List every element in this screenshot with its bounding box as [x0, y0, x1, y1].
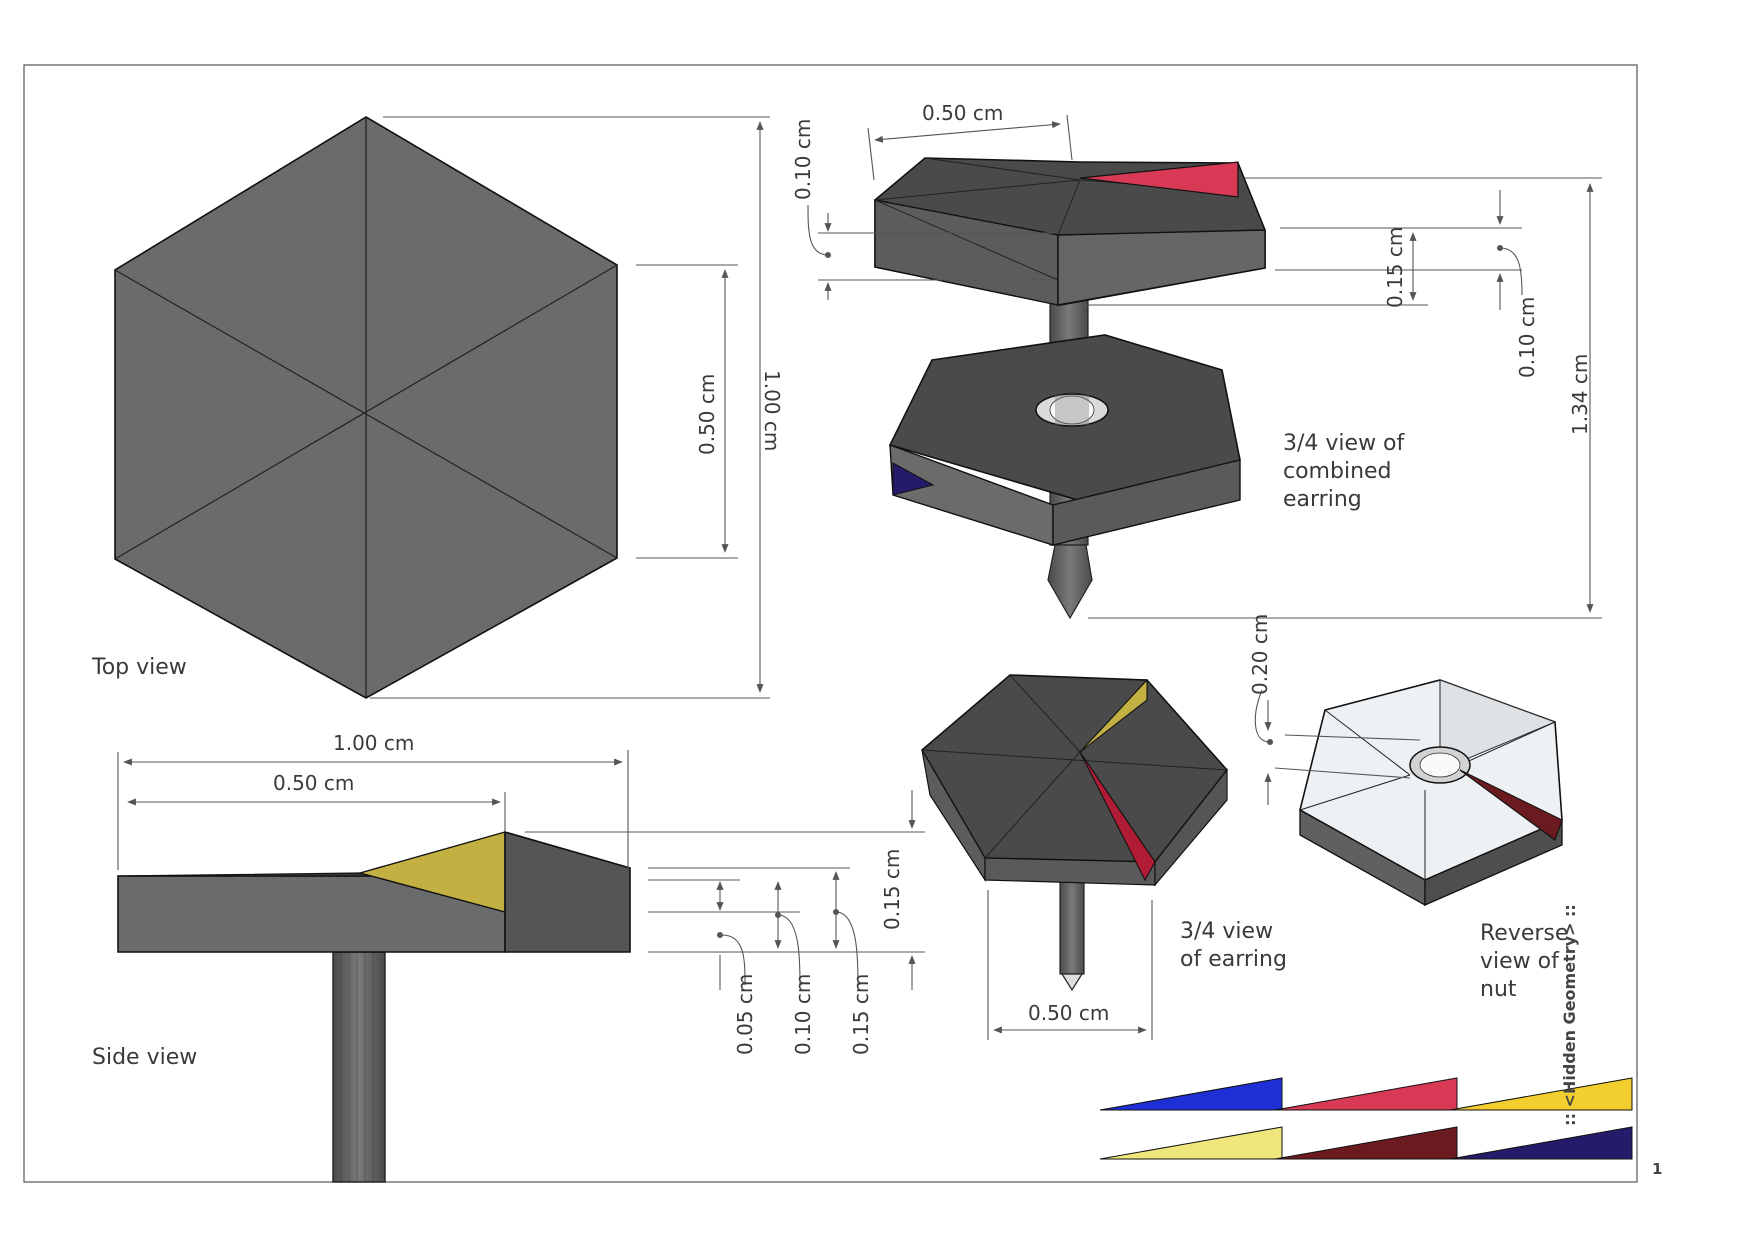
earring-drawing	[920, 674, 1229, 992]
dim-side-total: 0.15 cm	[880, 848, 904, 930]
dim-combined-right-a: 0.15 cm	[1383, 226, 1407, 308]
dim-combined-thick: 0.10 cm	[791, 118, 815, 200]
combined-dimensions	[807, 114, 1602, 619]
side-view-dimensions	[117, 750, 925, 990]
earring-dimensions	[987, 890, 1153, 1040]
color-swatch-3	[1449, 1077, 1633, 1111]
dim-side-h2: 0.10 cm	[791, 973, 815, 1055]
combined-earring-drawing	[874, 157, 1266, 620]
dim-side-half: 0.50 cm	[273, 771, 355, 795]
nut-drawing	[1299, 679, 1563, 907]
dim-combined-width: 0.50 cm	[922, 101, 1004, 125]
top-view-dimensions	[370, 116, 770, 699]
dim-side-width: 1.00 cm	[333, 731, 415, 755]
frame-title: :: <Hidden Geometry> ::	[1560, 885, 1580, 1145]
page-number: 1	[1652, 1160, 1663, 1178]
side-view-drawing	[117, 830, 631, 1183]
nut-dim-dot	[1267, 739, 1273, 745]
dim-side-h3: 0.15 cm	[849, 973, 873, 1055]
color-swatch-6	[1449, 1126, 1633, 1160]
dim-top-height: 1.00 cm	[760, 370, 784, 452]
title-decor-left: ::	[1560, 1113, 1579, 1126]
side-view-post	[332, 951, 386, 1183]
dim-top-side: 0.50 cm	[695, 373, 719, 455]
color-swatch-5	[1274, 1126, 1458, 1160]
dim-earring-width: 0.50 cm	[1028, 1001, 1110, 1025]
title-text: <Hidden Geometry>	[1560, 922, 1579, 1108]
earring-view-label: 3/4 view of earring	[1180, 919, 1287, 972]
combined-dots	[825, 245, 1503, 258]
title-decor-right: ::	[1560, 904, 1579, 917]
nut-view-label: Reverse view of nut	[1480, 921, 1569, 1002]
dim-side-h1: 0.05 cm	[733, 973, 757, 1055]
top-view-hexagon	[114, 116, 618, 699]
side-view-dots	[717, 909, 839, 938]
color-swatch-2	[1274, 1077, 1458, 1111]
dim-combined-total: 1.34 cm	[1568, 353, 1592, 435]
nut-dimensions	[1254, 689, 1421, 805]
side-view-label: Side view	[92, 1045, 198, 1070]
combined-view-label: 3/4 view of combined earring	[1283, 431, 1405, 512]
color-swatch-1	[1099, 1077, 1283, 1111]
top-view-label: Top view	[92, 655, 187, 680]
sheet-frame	[23, 64, 1638, 1183]
dim-nut-thick: 0.20 cm	[1248, 613, 1272, 695]
color-swatches	[1099, 1077, 1633, 1160]
dim-combined-right-b: 0.10 cm	[1515, 296, 1539, 378]
color-swatch-4	[1099, 1126, 1283, 1160]
